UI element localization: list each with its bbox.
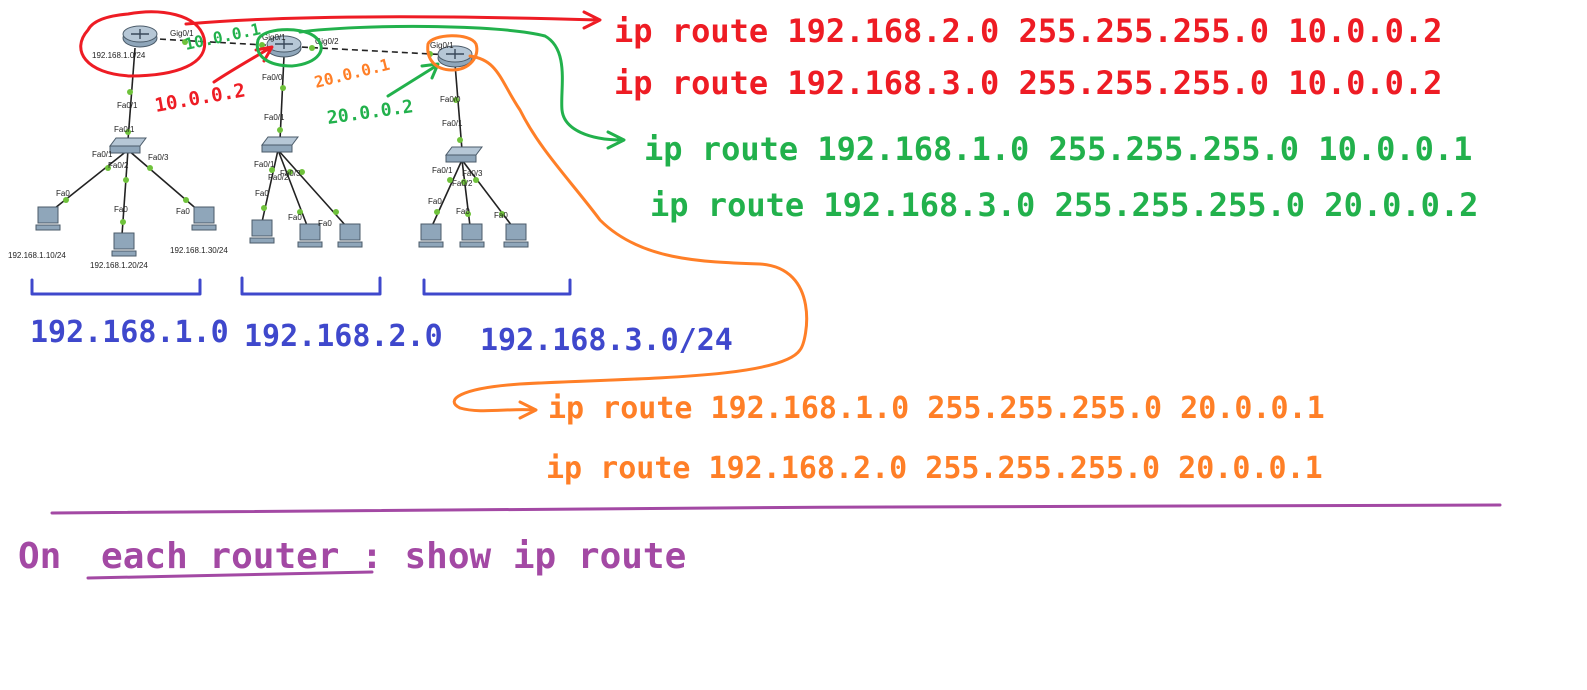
footer-note: On each router : show ip route [18,536,686,577]
s3-left-port: Fa0/1 [432,166,453,175]
link-r3-s3 [454,63,463,151]
pc2-ip-label: 192.168.1.20/24 [90,261,148,270]
r1-fa-port: Fa0/1 [117,101,138,110]
pc-4[interactable] [249,219,275,244]
pc1-ip-label: 192.168.1.10/24 [8,251,66,260]
pc2-port: Fa0 [114,205,128,214]
pc8-port: Fa0 [456,207,470,216]
route-r1-1: ip route 192.168.2.0 255.255.255.0 10.0.… [614,12,1442,50]
red-arrow-r2 [212,45,274,84]
router-1[interactable] [122,25,158,48]
router2-routes: ip route 192.168.1.0 255.255.255.0 10.0.… [644,130,1478,224]
s1-left-port: Fa0/1 [92,150,113,159]
port-indicators [63,39,505,225]
link-right-ip: 20.0.0.1 [312,55,391,92]
network-labels: 192.168.1.0 192.168.2.0 192.168.3.0/24 [30,315,733,358]
bracket-net3 [422,278,572,296]
green-arrow-routes [298,24,626,150]
network-3-label: 192.168.3.0/24 [480,323,733,358]
link-r1-r2 [139,37,283,47]
pc1-port: Fa0 [56,189,70,198]
footer-suffix: : show ip route [361,536,686,577]
pc3-ip-label: 192.168.1.30/24 [170,246,228,255]
r2-fa-port: Fa0/0 [262,73,283,82]
footer-prefix: On [18,536,61,577]
switch-1[interactable] [109,137,147,154]
pc-5[interactable] [297,223,323,248]
router-2[interactable] [266,35,302,58]
divider-line [50,503,1502,515]
route-r1-2: ip route 192.168.3.0 255.255.255.0 10.0.… [614,64,1442,102]
orange-arrow-routes [452,54,809,420]
switch-2[interactable] [261,136,299,153]
port-labels: 192.168.1.0/24 Gig0/1 Fa0/1 Gig0/1 Gig0/… [8,29,508,270]
pc-icons [35,206,529,257]
route-r3-2: ip route 192.168.2.0 255.255.255.0 20.0.… [546,451,1323,486]
s2-up-port: Fa0/1 [264,113,285,122]
s2-left-port: Fa0/1 [254,160,275,169]
footer-underline [86,570,374,580]
pc7-port: Fa0 [428,197,442,206]
network-topology: 192.168.1.0/24 Gig0/1 Fa0/1 Gig0/1 Gig0/… [8,25,529,270]
bracket-net1 [30,278,202,296]
r3-gig-port: Gig0/1 [430,41,454,50]
pc-8[interactable] [459,223,485,248]
r1-gig-port: Gig0/1 [170,29,194,38]
r2-gig-right-port: Gig0/2 [315,37,339,46]
r3-fa-port: Fa0/0 [440,95,461,104]
pc-7[interactable] [418,223,444,248]
s2-mid-port: Fa0/2 [268,173,289,182]
green-arrow-r3 [386,62,440,98]
red-arrow-top [184,10,602,30]
bracket-net2 [240,276,382,296]
link-r2-r3 [281,45,451,56]
orange-circle-router3 [426,34,479,72]
router1-routes: ip route 192.168.2.0 255.255.255.0 10.0.… [614,12,1442,102]
network-1-label: 192.168.1.0 [30,315,229,350]
pc-1[interactable] [35,206,61,231]
pc3-port: Fa0 [176,207,190,216]
s3-mid-port: Fa0/2 [452,179,473,188]
green-circle-router2 [255,28,323,68]
footer-text: On each router : show ip route [18,536,686,577]
footer-underlined: each router [101,536,339,577]
r3-ip: 20.0.0.2 [326,96,415,129]
r2-ip: 10.0.0.2 [153,79,247,117]
route-r3-1: ip route 192.168.1.0 255.255.255.0 20.0.… [548,391,1325,426]
s3-right-port: Fa0/3 [462,169,483,178]
s3-up-port: Fa0/1 [442,119,463,128]
pc-2[interactable] [111,232,137,257]
router3-routes: ip route 192.168.1.0 255.255.255.0 20.0.… [546,391,1325,486]
pc6-port: Fa0 [318,219,332,228]
link-s2-pc5 [277,149,309,229]
r2-gig-left-port: Gig0/1 [262,33,286,42]
annotation-strokes [30,10,1502,580]
link-s1-pc1 [49,149,129,213]
switch-3[interactable] [445,146,483,163]
s1-mid-port: Fa0/2 [108,161,129,170]
network-2-label: 192.168.2.0 [244,319,443,354]
pc9-port: Fa0 [494,211,508,220]
r1-label: 192.168.1.0/24 [92,51,146,60]
pc-6[interactable] [337,223,363,248]
route-r2-2: ip route 192.168.3.0 255.255.255.0 20.0.… [650,186,1478,224]
router-3[interactable] [437,45,473,68]
link-r2-s2 [279,55,285,141]
red-circle-router1 [79,10,207,78]
pc-9[interactable] [503,223,529,248]
s1-up-port: Fa0/1 [114,125,135,134]
pc-3[interactable] [191,206,217,231]
pc4-port: Fa0 [255,189,269,198]
s1-right-port: Fa0/3 [148,153,169,162]
route-r2-1: ip route 192.168.1.0 255.255.255.0 10.0.… [644,130,1472,168]
pc5-port: Fa0 [288,213,302,222]
s2-right-port: Fa0/3 [280,169,301,178]
